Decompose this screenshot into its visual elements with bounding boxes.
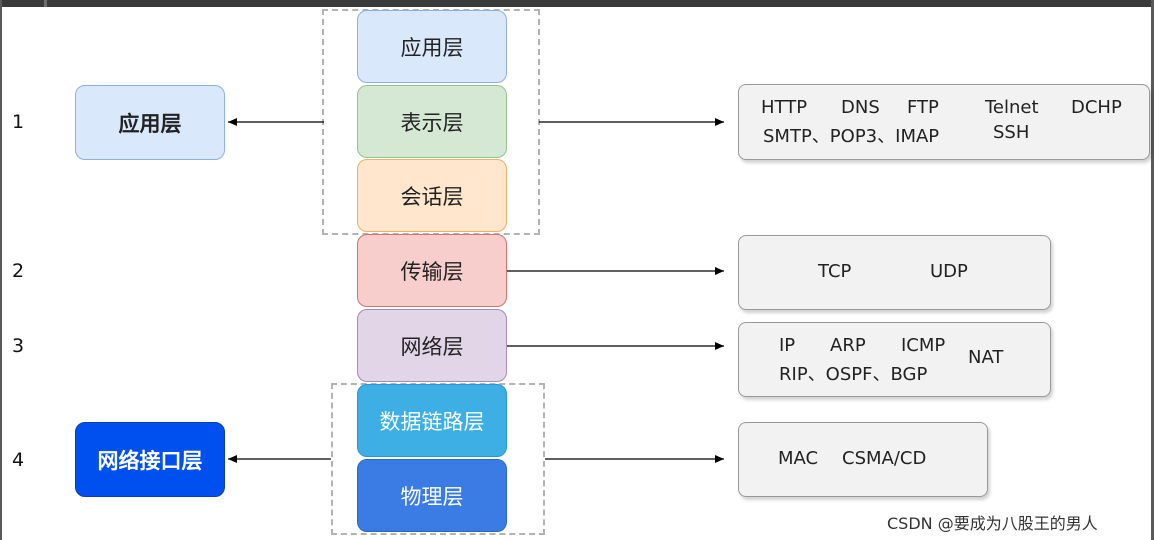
protocol-arp: ARP	[830, 335, 866, 356]
protocol-ip: IP	[779, 335, 796, 356]
application-protocols-box: HTTP DNS FTP Telnet DCHP SMTP、POP3、IMAP …	[738, 84, 1150, 160]
protocol-smtp-pop3-imap: SMTP、POP3、IMAP	[763, 126, 940, 147]
osi-session-layer: 会话层	[357, 159, 507, 232]
protocol-udp: UDP	[930, 261, 968, 282]
protocol-ssh: SSH	[993, 122, 1030, 143]
osi-application-layer: 应用层	[357, 10, 507, 83]
protocol-icmp: ICMP	[901, 335, 946, 356]
row-number-1: 1	[12, 111, 25, 133]
protocol-telnet: Telnet	[985, 97, 1039, 118]
tcpip-network-interface-layer: 网络接口层	[75, 422, 225, 497]
protocol-dns: DNS	[841, 97, 880, 118]
protocol-ftp: FTP	[907, 97, 939, 118]
protocol-tcp: TCP	[818, 261, 852, 282]
osi-presentation-layer: 表示层	[357, 85, 507, 158]
network-protocols-box: IP ARP ICMP RIP、OSPF、BGP NAT	[738, 322, 1051, 397]
frame-left-edge	[0, 0, 2, 540]
osi-network-layer: 网络层	[357, 309, 507, 382]
row-number-2: 2	[12, 260, 25, 282]
row-number-3: 3	[12, 335, 25, 357]
frame-right-edge	[1151, 0, 1154, 540]
protocol-http: HTTP	[761, 97, 808, 118]
top-bar	[0, 0, 1154, 7]
tcpip-application-layer: 应用层	[75, 85, 225, 160]
protocol-dchp: DCHP	[1071, 97, 1122, 118]
protocol-mac: MAC	[778, 448, 819, 469]
osi-physical-layer: 物理层	[357, 459, 507, 532]
top-bar-marker	[44, 0, 47, 7]
protocol-rip-ospf-bgp: RIP、OSPF、BGP	[779, 364, 928, 385]
protocol-nat: NAT	[968, 347, 1004, 368]
transport-protocols-box: TCP UDP	[738, 235, 1051, 310]
protocol-csma-cd: CSMA/CD	[842, 448, 927, 469]
osi-data-link-layer: 数据链路层	[357, 384, 507, 457]
row-number-4: 4	[12, 449, 25, 471]
osi-transport-layer: 传输层	[357, 234, 507, 307]
link-protocols-box: MAC CSMA/CD	[738, 422, 988, 497]
watermark-text: CSDN @要成为八股王的男人	[887, 514, 1098, 533]
